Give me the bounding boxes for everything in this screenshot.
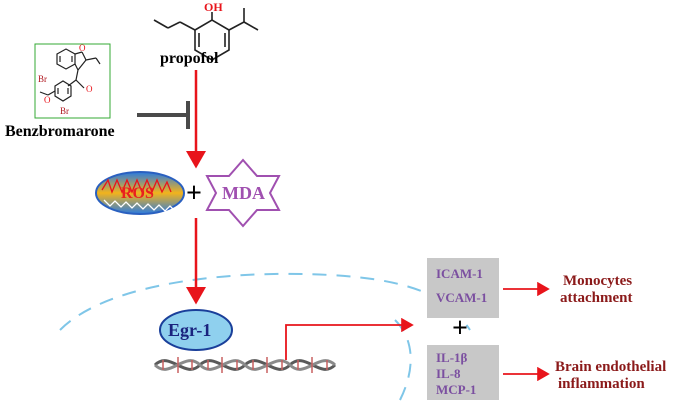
- adhesion-item-vcam1: VCAM-1: [436, 290, 487, 305]
- benzbromarone-atom-o-keto: O: [86, 84, 93, 94]
- benzbromarone-structure: [39, 48, 101, 102]
- outcome-inflammation-line2: inflammation: [558, 376, 645, 392]
- cytokine-item-il8: IL-8: [436, 366, 461, 381]
- benzbromarone-atom-br-bottom: Br: [60, 106, 69, 116]
- propofol-structure: [153, 8, 259, 61]
- nucleus-outline: [59, 272, 471, 331]
- egr1-label: Egr-1: [168, 320, 211, 340]
- outcome-inflammation-line1: Brain endothelial: [555, 359, 666, 375]
- adhesion-molecules-box: [427, 258, 499, 318]
- cytokines-box: [427, 345, 499, 400]
- mda-label: MDA: [222, 183, 265, 203]
- nucleus-outline-right: [394, 319, 412, 401]
- benzbromarone-atom-o-methoxy: O: [44, 95, 51, 105]
- ros-label: ROS: [121, 185, 154, 202]
- ros-icon: [95, 171, 185, 215]
- dna-helix-icon: [153, 357, 337, 373]
- cytokine-item-il1b: IL-1β: [436, 350, 468, 365]
- mda-star: [205, 158, 281, 228]
- outcome-monocytes-line1: Monocytes: [563, 273, 632, 289]
- arrow-dna-to-targets: [285, 317, 414, 360]
- inhibition-symbol: [137, 101, 190, 129]
- adhesion-item-icam1: ICAM-1: [436, 266, 483, 281]
- benzbromarone-label: Benzbromarone: [5, 123, 115, 140]
- benzbromarone-frame: [34, 43, 111, 119]
- propofol-oh-label: OH: [204, 0, 223, 14]
- plus-main: +: [186, 178, 202, 209]
- egr1-bubble: [159, 309, 233, 351]
- cytokine-item-mcp1: MCP-1: [436, 382, 476, 397]
- propofol-label: propofol: [160, 50, 219, 67]
- plus-right: +: [452, 313, 468, 344]
- benzbromarone-atom-br-top: Br: [38, 74, 47, 84]
- benzbromarone-atom-o-ring: O: [79, 43, 86, 53]
- outcome-monocytes-line2: attachment: [560, 290, 632, 306]
